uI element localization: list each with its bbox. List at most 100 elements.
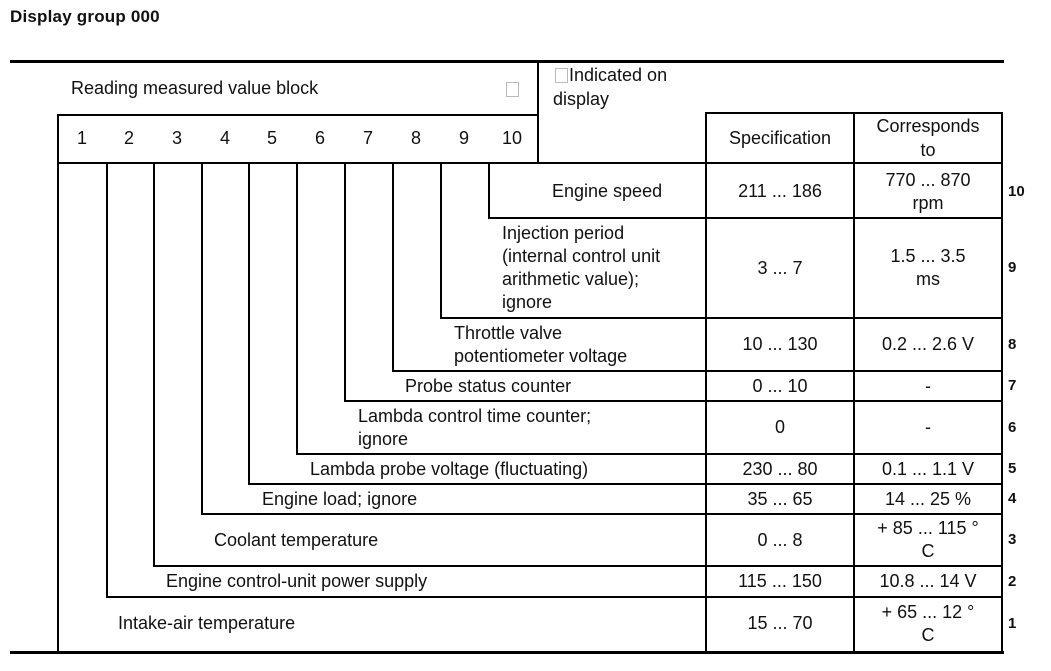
connector-horizontal-9	[440, 317, 706, 319]
row-6-specification: 0	[774, 417, 785, 437]
row-5-corresponds: 0.1 ... 1.1 V	[881, 458, 975, 479]
connector-vertical-4	[201, 164, 203, 515]
right-border	[1001, 112, 1003, 652]
connector-horizontal-4	[201, 513, 706, 515]
column-number-8: 8	[410, 128, 421, 148]
row-9-label: arithmetic value);	[502, 269, 640, 289]
row-8-corresponds: 0.2 ... 2.6 V	[881, 334, 975, 354]
row-3-corresponds: + 85 ... 115 °	[877, 518, 979, 538]
connector-horizontal-10	[488, 217, 706, 219]
column-number-6: 6	[314, 128, 325, 148]
row-number-5: 5	[1008, 460, 1017, 477]
row-6-label: Lambda control time counter;	[358, 405, 592, 426]
connector-vertical-9	[440, 164, 442, 319]
header-bottom-rule	[58, 162, 1003, 164]
row-5-label: Lambda probe voltage (fluctuating)	[310, 458, 589, 479]
connector-vertical-8	[392, 164, 394, 372]
row-10-specification: 211 ... 186	[738, 181, 822, 201]
connector-horizontal-5	[248, 483, 706, 485]
row-9-corresponds: ms	[916, 269, 940, 289]
checkbox-icon	[555, 68, 568, 83]
top-rule	[10, 60, 1004, 63]
row-9-corresponds: 1.5 ... 3.5	[890, 246, 966, 266]
row-2-specification: 115 ... 150	[738, 571, 822, 591]
row-separator-3	[706, 565, 1002, 567]
row-7-specification: 0 ... 10	[752, 375, 808, 396]
indicated-label-line2: display	[553, 89, 610, 109]
connector-horizontal-2	[106, 596, 706, 598]
row-8-label: potentiometer voltage	[454, 345, 628, 366]
connector-vertical-3	[153, 164, 155, 567]
row-separator-8	[706, 370, 1002, 372]
row-2-corresponds: 10.8 ... 14 V	[879, 571, 977, 591]
row-3-corresponds: C	[921, 541, 935, 561]
row-number-10: 10	[1008, 182, 1025, 200]
row-4-label: Engine load; ignore	[262, 488, 418, 509]
row-5-specification: 230 ... 80	[742, 458, 818, 479]
row-number-1: 1	[1008, 614, 1017, 632]
corresponds-header-line1: Corresponds	[876, 116, 980, 136]
row-9-label: (internal control unit	[502, 246, 661, 266]
connector-vertical-10	[488, 164, 490, 219]
row-2-label: Engine control-unit power supply	[166, 571, 428, 591]
row-number-4: 4	[1008, 490, 1017, 507]
column-number-5: 5	[266, 128, 277, 148]
row-7-label: Probe status counter	[405, 375, 572, 396]
connector-horizontal-6	[296, 453, 706, 455]
row-7-corresponds: -	[925, 375, 931, 396]
left-border	[57, 114, 59, 652]
row-10-label: Engine speed	[552, 181, 663, 201]
row-separator-7	[706, 400, 1002, 402]
row-9-label: Injection period	[502, 223, 625, 243]
spec-column-left-border	[705, 112, 707, 652]
connector-horizontal-7	[344, 400, 706, 402]
row-10-corresponds: rpm	[912, 192, 944, 213]
row-10-corresponds: 770 ... 870	[885, 169, 971, 190]
row-separator-2	[706, 596, 1002, 598]
row-separator-9	[706, 317, 1002, 319]
corresponds-header-line2: to	[920, 140, 936, 160]
row-1-corresponds: C	[921, 624, 935, 645]
row-4-specification: 35 ... 65	[747, 488, 813, 509]
spec-column-right-border	[853, 112, 855, 652]
column-number-3: 3	[171, 128, 182, 148]
row-number-7: 7	[1008, 377, 1017, 394]
row-separator-10	[706, 217, 1002, 219]
row-3-label: Coolant temperature	[214, 529, 379, 550]
row-6-label: ignore	[358, 428, 409, 449]
row-1-label: Intake-air temperature	[118, 613, 296, 633]
column-number-7: 7	[362, 128, 373, 148]
column-number-9: 9	[458, 128, 469, 148]
reading-block-label: Reading measured value block	[71, 78, 319, 98]
row-number-3: 3	[1008, 531, 1017, 548]
row-9-label: ignore	[502, 292, 553, 312]
row-3-specification: 0 ... 8	[757, 529, 803, 550]
numbers-row-top-rule	[58, 114, 538, 116]
row-separator-5	[706, 483, 1002, 485]
row-1-corresponds: + 65 ... 12 °	[881, 601, 975, 622]
column-number-2: 2	[123, 128, 134, 148]
row-8-label: Throttle valve	[454, 322, 563, 343]
bottom-rule	[10, 651, 1004, 654]
row-separator-4	[706, 513, 1002, 515]
connector-vertical-7	[344, 164, 346, 402]
column-number-1: 1	[76, 128, 87, 148]
column-number-4: 4	[219, 128, 230, 148]
page-title: Display group 000	[10, 7, 160, 26]
row-8-specification: 10 ... 130	[742, 334, 818, 354]
row-number-8: 8	[1008, 335, 1017, 353]
row-number-6: 6	[1008, 418, 1017, 436]
column-number-10: 10	[501, 128, 523, 148]
connector-vertical-6	[296, 164, 298, 455]
row-6-corresponds: -	[925, 417, 931, 437]
checkbox-icon	[506, 82, 519, 97]
connector-horizontal-3	[153, 565, 706, 567]
row-number-2: 2	[1008, 572, 1017, 590]
row-separator-6	[706, 453, 1002, 455]
specification-header: Specification	[728, 128, 832, 148]
connector-vertical-2	[106, 164, 108, 598]
header-divider	[537, 60, 539, 164]
connector-horizontal-8	[392, 370, 706, 372]
connector-vertical-5	[248, 164, 250, 485]
row-number-9: 9	[1008, 259, 1017, 276]
